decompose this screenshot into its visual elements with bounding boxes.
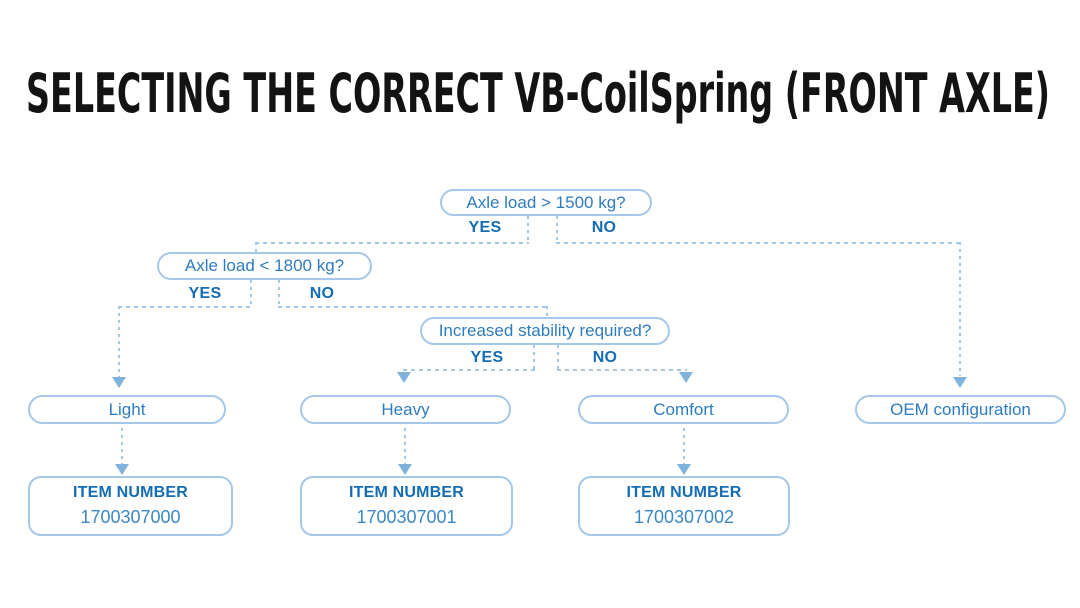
decision-question: Increased stability required? [438, 321, 652, 340]
item-number-value: 1700307000 [80, 507, 181, 527]
outcome-box-light: Light [28, 395, 226, 424]
arrow-down-icon [953, 377, 967, 388]
connector-d2-yes-drop [250, 280, 252, 307]
connector-to-oem [959, 242, 961, 376]
item-number-box-light: ITEM NUMBER 1700307000 [28, 476, 233, 536]
outcome-box-heavy: Heavy [300, 395, 511, 424]
arrow-down-icon [398, 464, 412, 475]
item-number-value: 1700307001 [356, 507, 457, 527]
connector-d1-yes-drop [527, 216, 529, 243]
decision-question: Axle load > 1500 kg? [466, 192, 626, 212]
page-title-text: SELECTING THE CORRECT VB-CoilSpring (FRO… [26, 64, 1050, 125]
outcome-box-comfort: Comfort [578, 395, 789, 424]
decision-box-increased-stability: Increased stability required? [420, 317, 670, 345]
outcome-label: Heavy [381, 399, 430, 419]
connector-d1-no-horizontal [556, 242, 962, 244]
outcome-label: Comfort [653, 399, 714, 419]
decision2-no-label: NO [309, 285, 335, 302]
connector-light-to-item [121, 428, 123, 465]
connector-d3-no-drop [557, 345, 559, 370]
outcome-box-oem-configuration: OEM configuration [855, 395, 1066, 424]
connector-d3-no-horizontal [557, 369, 687, 371]
item-number-box-comfort: ITEM NUMBER 1700307002 [578, 476, 790, 536]
connector-d2-yes-horizontal [118, 306, 252, 308]
item-number-box-heavy: ITEM NUMBER 1700307001 [300, 476, 513, 536]
arrow-down-icon [115, 464, 129, 475]
arrow-down-icon [677, 464, 691, 475]
connector-into-d3 [546, 306, 548, 317]
outcome-label: Light [108, 399, 146, 419]
connector-into-d2 [255, 242, 257, 253]
page-title: SELECTING THE CORRECT VB-CoilSpring (FRO… [26, 64, 1050, 125]
connector-d2-no-drop [278, 280, 280, 307]
arrow-down-icon [397, 372, 411, 383]
decision-box-axle-load-1500: Axle load > 1500 kg? [440, 189, 652, 216]
decision1-yes-label: YES [468, 219, 502, 236]
connector-to-light [118, 306, 120, 377]
item-number-label: ITEM NUMBER [626, 484, 742, 501]
decision1-no-label: NO [591, 219, 617, 236]
connector-heavy-to-item [404, 428, 406, 465]
connector-d3-yes-drop [533, 345, 535, 370]
decision2-yes-label: YES [188, 285, 222, 302]
connector-d2-no-horizontal [278, 306, 548, 308]
item-number-value: 1700307002 [633, 507, 735, 527]
outcome-label: OEM configuration [890, 399, 1031, 419]
item-number-label: ITEM NUMBER [72, 484, 189, 501]
arrow-down-icon [112, 377, 126, 388]
connector-comfort-to-item [683, 428, 685, 465]
connector-d1-no-drop [556, 216, 558, 243]
arrow-down-icon [679, 372, 693, 383]
decision-box-axle-load-1800: Axle load < 1800 kg? [157, 252, 372, 280]
decision-question: Axle load < 1800 kg? [184, 256, 345, 275]
decision3-no-label: NO [592, 349, 618, 366]
decision3-yes-label: YES [470, 349, 504, 366]
connector-d3-yes-horizontal [403, 369, 535, 371]
item-number-label: ITEM NUMBER [348, 484, 465, 501]
connector-d1-yes-horizontal [255, 242, 529, 244]
